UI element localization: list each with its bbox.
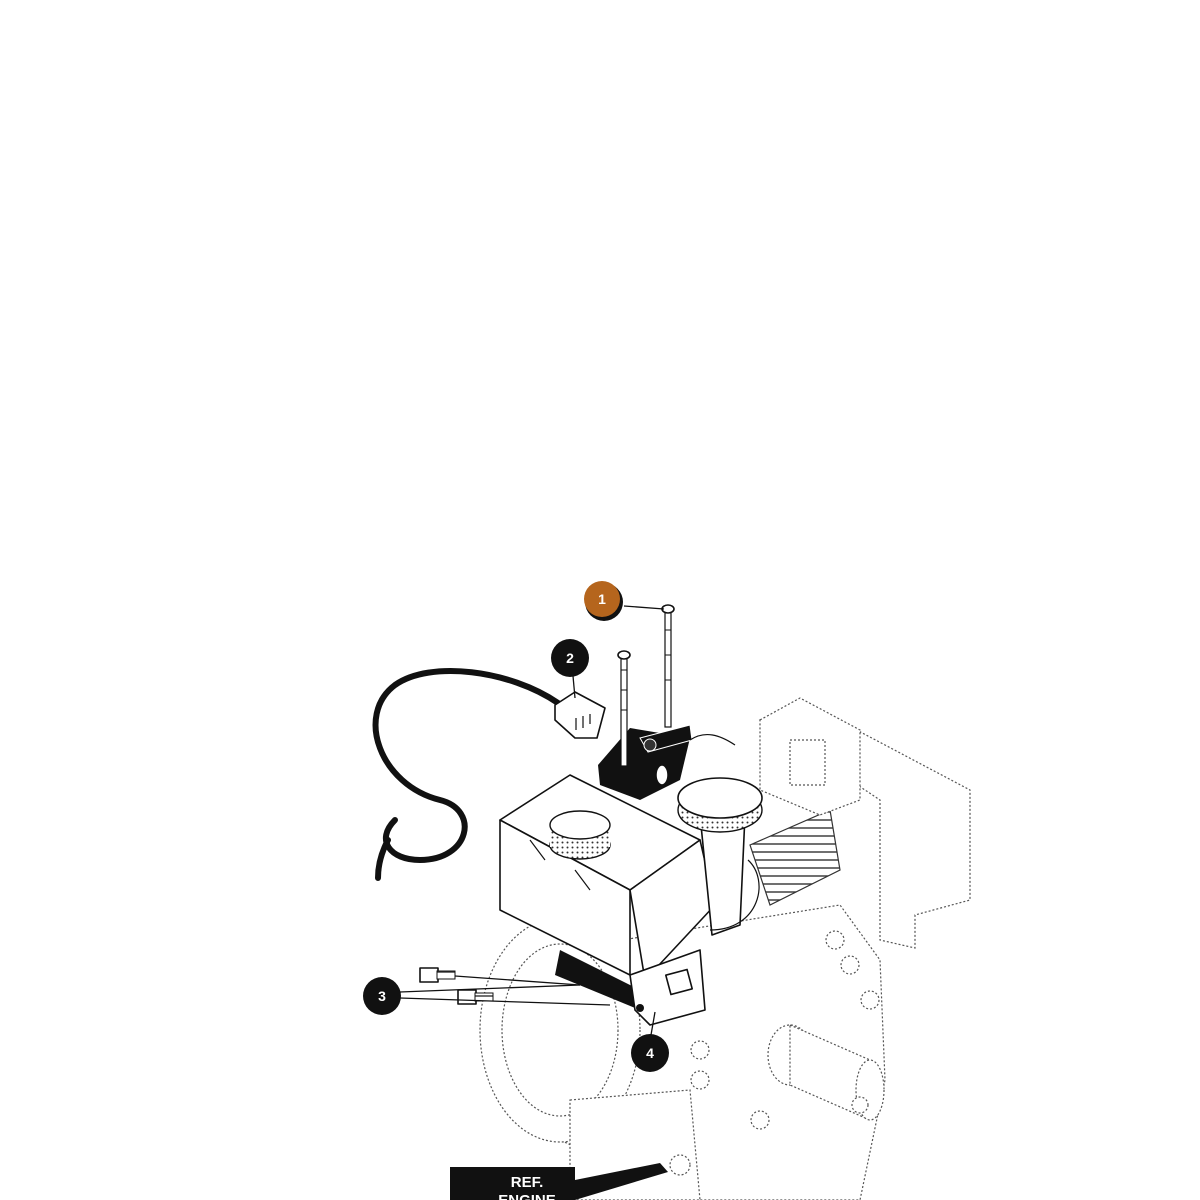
reference-tag-line1: REF. [511, 1174, 544, 1191]
leader-line-3b [399, 997, 611, 1006]
mounting-base [569, 1089, 701, 1200]
power-cord-plug [554, 691, 606, 739]
engine-assembly [479, 697, 971, 1200]
reference-engine-tag: REF. ENGINE [450, 1163, 668, 1200]
svg-text:1: 1 [598, 591, 606, 607]
cylinder-fins [749, 809, 841, 906]
power-cord [372, 668, 606, 881]
callout-1: 1 [584, 581, 623, 621]
starter-wire [709, 859, 760, 931]
electric-starter-motor [555, 949, 706, 1026]
leader-line-1 [623, 605, 665, 610]
reference-tag-line2: ENGINE [498, 1192, 556, 1200]
leader-line-2 [572, 675, 576, 699]
long-screw-right [661, 604, 675, 728]
svg-text:2: 2 [566, 650, 574, 666]
leader-line-3a [399, 984, 581, 993]
svg-text:4: 4 [646, 1045, 654, 1061]
fuel-cap [549, 810, 611, 860]
callout-1-highlight [584, 581, 620, 617]
callout-4: 4 [631, 1034, 669, 1072]
callout-3: 3 [363, 977, 401, 1015]
long-screw-left [617, 650, 631, 767]
leader-line-4 [650, 1011, 656, 1036]
callout-2: 2 [551, 639, 589, 677]
mounting-bolt-upper [419, 967, 456, 983]
crank-shaft [767, 1024, 885, 1121]
svg-text:3: 3 [378, 988, 386, 1004]
oil-fill-tube [677, 777, 763, 936]
leader-line-3c [454, 975, 581, 986]
